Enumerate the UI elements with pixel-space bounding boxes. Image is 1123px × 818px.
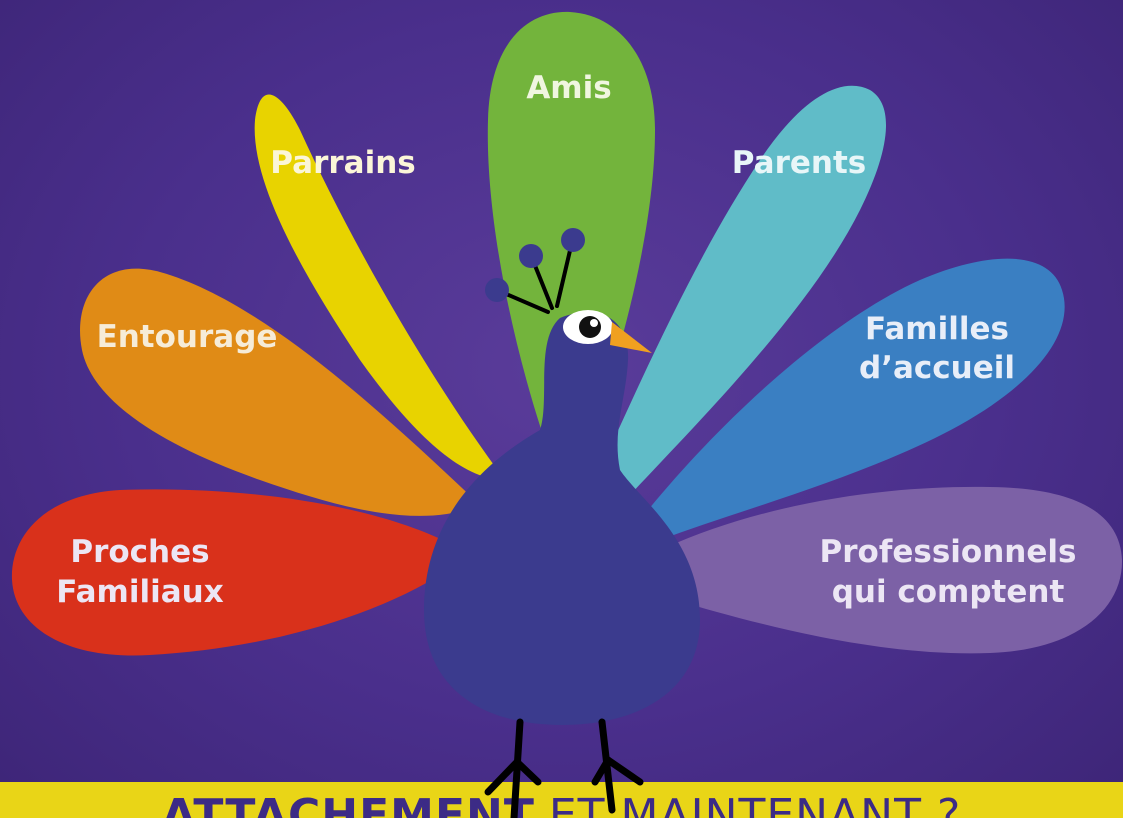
banner-title-rest: ET MAINTENANT ? (549, 790, 961, 818)
label-entourage: Entourage (97, 319, 278, 355)
label-parents: Parents (732, 145, 866, 181)
label-parrains: Parrains (270, 145, 415, 181)
label-amis: Amis (526, 70, 611, 106)
label-qui-comptent: qui comptent (832, 574, 1065, 610)
label-professionnels: Professionnels (820, 534, 1077, 570)
banner-title-strong: ATTACHEMENT (162, 790, 535, 818)
label-accueil: d’accueil (859, 350, 1015, 386)
label-proches: Proches (70, 534, 209, 570)
banner-title: ATTACHEMENT ET MAINTENANT ? (0, 790, 1123, 818)
crest-dot (485, 278, 509, 302)
footer-banner: ATTACHEMENT ET MAINTENANT ? (0, 782, 1123, 818)
label-familles: Familles (865, 311, 1009, 347)
crest-dot (519, 244, 543, 268)
eye-pupil (579, 316, 601, 338)
label-familiaux: Familiaux (56, 574, 223, 610)
eye-highlight (590, 319, 598, 327)
crest-dot (561, 228, 585, 252)
